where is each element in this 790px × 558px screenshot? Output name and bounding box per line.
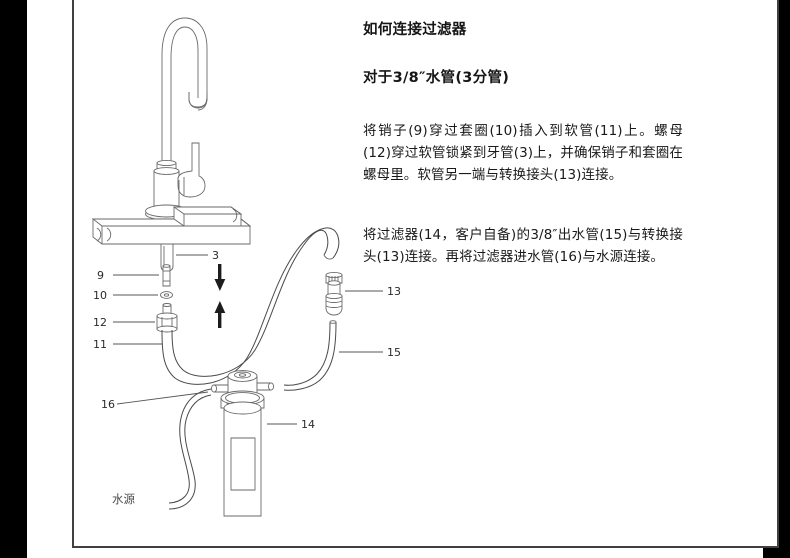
callout-11: 11 <box>93 338 107 351</box>
callout-3: 3 <box>212 249 219 262</box>
part-16-inlet-tube <box>168 388 212 510</box>
arrow-down-icon <box>214 264 226 291</box>
page-sheet <box>27 0 779 558</box>
faucet-spout-tip <box>188 92 208 108</box>
diagram-panel: 3 9 10 <box>45 0 405 548</box>
callout-14: 14 <box>301 418 315 431</box>
instructions-column: 如何连接过滤器 对于3/8″水管(3分管) 将销子(9)穿过套圈(10)插入到软… <box>363 20 683 306</box>
leader-16 <box>116 391 209 405</box>
callout-15: 15 <box>387 346 401 359</box>
instruction-paragraph-1: 将销子(9)穿过套圈(10)插入到软管(11)上。螺母(12)穿过软管锁紧到牙管… <box>363 123 683 183</box>
faucet-spout <box>161 17 208 163</box>
instruction-paragraph-2: 将过滤器(14，客户自备)的3/8″出水管(15)与转换接头(13)连接。再将过… <box>363 227 683 265</box>
faucet-handle <box>177 142 206 198</box>
part-9-pin <box>162 264 171 287</box>
callout-12: 12 <box>93 316 107 329</box>
page-title: 如何连接过滤器 <box>363 22 467 38</box>
callout-13: 13 <box>387 285 401 298</box>
counter-deck <box>91 206 252 245</box>
part-13-adapter <box>325 271 343 316</box>
section-subtitle: 对于3/8″水管(3分管) <box>363 70 510 86</box>
arrow-up-icon <box>214 301 226 328</box>
part-10-ferrule <box>160 291 173 299</box>
part-14-filter <box>210 370 275 517</box>
callout-16: 16 <box>101 398 115 411</box>
part-11-hose <box>161 227 340 385</box>
callout-10: 10 <box>93 289 107 302</box>
water-source-label: 水源 <box>112 492 135 506</box>
content-border-box <box>72 0 779 548</box>
callout-9: 9 <box>97 269 104 282</box>
part-12-nut <box>156 303 178 333</box>
part-15-outlet-tube <box>283 320 337 391</box>
